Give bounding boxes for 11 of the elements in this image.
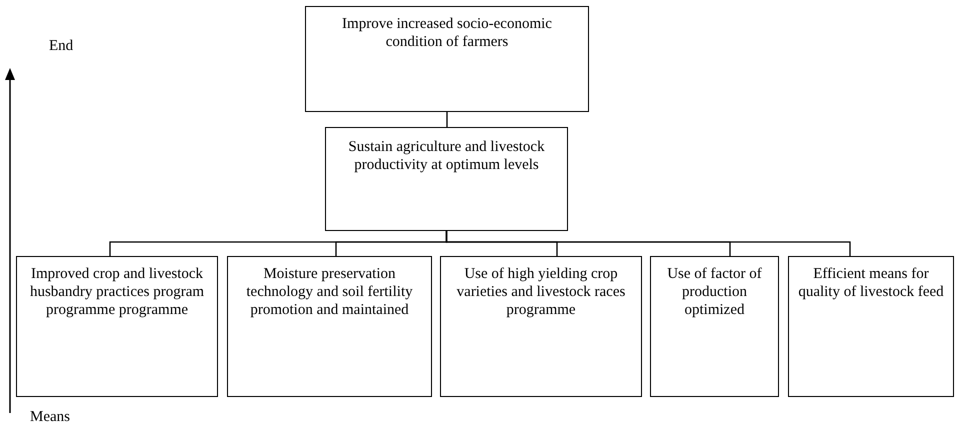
goal-box: Use of high yielding crop varieties and livestock races programme (440, 256, 642, 397)
goal-box: Use of factor of production optimized (650, 256, 779, 397)
axis-label: End (49, 37, 74, 55)
goal-box: Efficient means for quality of livestock feed (788, 256, 954, 397)
goal-box: Improved crop and livestock husbandry practices program programme programme (16, 256, 218, 397)
connector-line (446, 112, 448, 127)
goal-box: Improve increased socio-economic condition of farmers (305, 6, 589, 112)
goal-box: Sustain agriculture and livestock productivity at optimum levels (325, 127, 568, 231)
axis-label: Means (30, 408, 70, 426)
connector-line (446, 231, 851, 256)
goal-box: Moisture preservation technology and soil fertility promotion and maintained (227, 256, 432, 397)
